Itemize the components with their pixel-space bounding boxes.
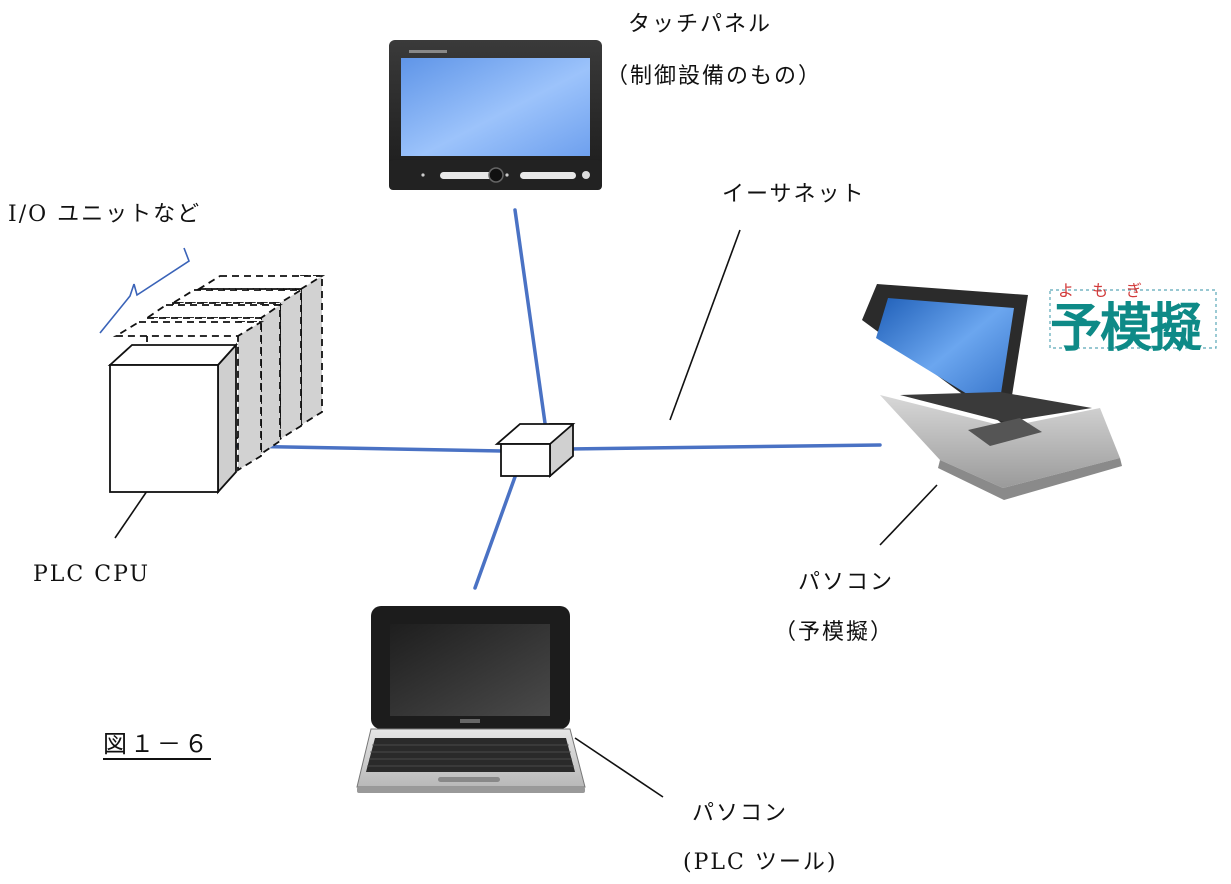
io-unit [112, 321, 265, 472]
cable-hub-to-pc-tool [473, 461, 522, 590]
pc-tool-note: (PLC ツール) [683, 850, 838, 875]
pc-yomogi-label: パソコン [798, 570, 895, 595]
cable-plc-to-hub [234, 444, 504, 453]
io-units [112, 275, 326, 472]
pc-tool-label: パソコン [692, 801, 789, 826]
laptop-plc-tool-image [356, 606, 586, 793]
cable-touchpanel-to-hub [513, 208, 547, 425]
touch-panel-note: （制御設備のもの） [606, 64, 823, 89]
plc-cpu-label: PLC CPU [33, 562, 151, 587]
pc-yomogi-note: （予模擬） [774, 620, 895, 645]
laptop-yomogi-image [862, 284, 1122, 500]
io-units-label: I/O ユニットなど [8, 202, 202, 227]
yomogi-logo: よもぎ 予模擬 [1049, 281, 1217, 359]
ethernet-cables [234, 208, 882, 590]
ethernet-label: イーサネット [722, 182, 866, 207]
yomogi-logo-text: 予模擬 [1050, 299, 1202, 359]
io-units-bracket [99, 247, 190, 334]
touch-panel [389, 40, 602, 190]
yomogi-logo-ruby: よもぎ [1058, 281, 1160, 300]
touch-panel-title: タッチパネル [628, 12, 773, 37]
ethernet-pointer [669, 229, 741, 421]
plc-cpu-box [107, 342, 239, 495]
pc-yomogi-pointer [879, 484, 938, 546]
pc-tool-pointer [574, 737, 664, 798]
figure-caption: 図１－６ [103, 730, 211, 758]
ethernet-hub [494, 423, 576, 478]
cable-hub-to-pc-yomogi [565, 443, 882, 451]
